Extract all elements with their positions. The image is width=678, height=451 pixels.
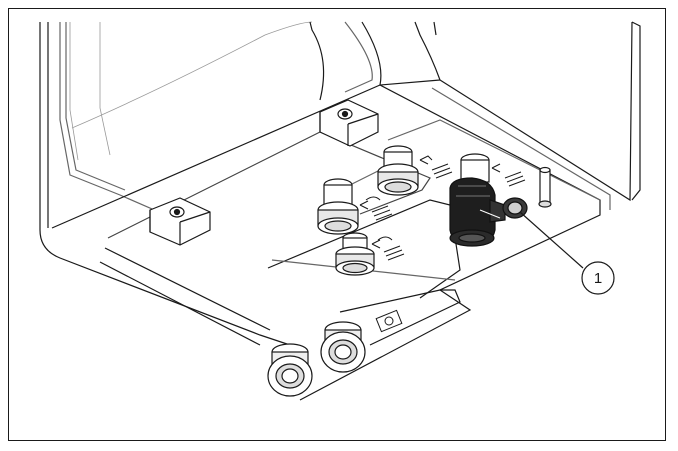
mounting-bracket-left xyxy=(149,197,211,246)
pipe-fitting-icon xyxy=(317,145,490,276)
boiler-housing xyxy=(39,21,641,346)
callout-bubble xyxy=(581,261,615,295)
callout-leader-line xyxy=(519,211,584,269)
callout-number-1: 1 xyxy=(594,270,602,287)
bottom-fittings xyxy=(267,321,366,397)
valve-icon xyxy=(449,177,528,247)
mounting-bracket-top xyxy=(319,99,379,147)
bottom-plate xyxy=(51,84,601,401)
callout-1 xyxy=(519,211,615,295)
drain-pipe xyxy=(538,166,552,208)
arrow-symbol-icon xyxy=(359,155,526,333)
